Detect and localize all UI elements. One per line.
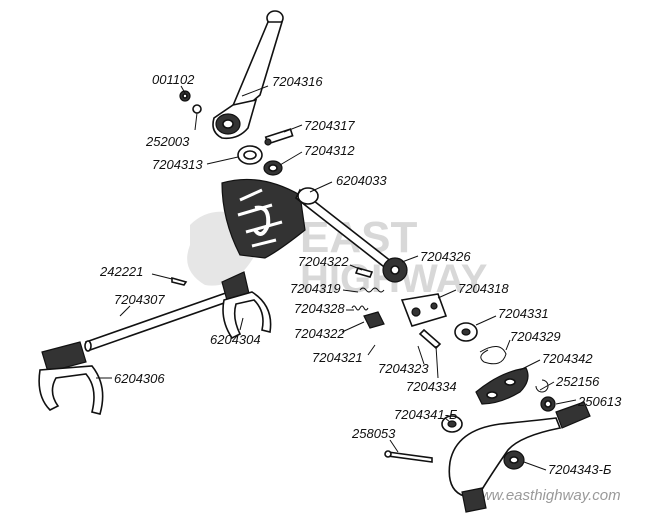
- label-7204343b: 7204343-Б: [548, 462, 612, 477]
- cotter-pin-258053-part: [384, 450, 433, 463]
- label-7204319: 7204319: [290, 281, 341, 296]
- selector-shaft-part: [294, 187, 408, 283]
- label-252156: 252156: [555, 374, 600, 389]
- pin-7204323-part: [418, 328, 442, 350]
- label-7204342: 7204342: [542, 351, 593, 366]
- label-242221: 242221: [99, 264, 143, 279]
- spring-7204312-part: [263, 160, 283, 176]
- spring-7204329-part: [479, 346, 507, 365]
- label-258053: 258053: [351, 426, 396, 441]
- washer-252003-part: [192, 104, 202, 114]
- label-7204328: 7204328: [294, 301, 345, 316]
- label-7204331: 7204331: [498, 306, 549, 321]
- gear-lever-part: [212, 10, 284, 140]
- watermark-url: www.easthighway.com: [470, 487, 621, 504]
- plug-7204322b-part: [363, 311, 385, 329]
- pin-7204317-part: [264, 128, 294, 146]
- label-7204313: 7204313: [152, 157, 203, 172]
- block-7204318-part: [400, 293, 448, 327]
- washer-7204331-part: [454, 322, 478, 342]
- label-6204306: 6204306: [114, 371, 165, 386]
- label-7204317: 7204317: [304, 118, 355, 133]
- label-7204322-bottom: 7204322: [294, 326, 345, 341]
- label-7204322-top: 7204322: [298, 254, 349, 269]
- label-7204318: 7204318: [458, 281, 509, 296]
- clip-242221-part: [171, 276, 188, 286]
- label-6204033: 6204033: [336, 173, 387, 188]
- label-252003: 252003: [145, 134, 190, 149]
- leader-lines: [96, 85, 577, 471]
- label-6204304: 6204304: [210, 332, 261, 347]
- label-7204316: 7204316: [272, 74, 323, 89]
- fork-6204304-part: [221, 271, 272, 340]
- label-7204341b: 7204341-Б: [394, 407, 458, 422]
- ring-7204313-part: [237, 145, 263, 165]
- label-250613: 250613: [577, 394, 622, 409]
- label-001102: 001102: [152, 72, 195, 87]
- ring-252156-part: [535, 379, 549, 393]
- part-labels: 001102 7204316 252003 7204317 7204313 72…: [99, 72, 622, 477]
- nut-001102-part: [179, 90, 191, 102]
- label-7204312: 7204312: [304, 143, 355, 158]
- nut-250613-part: [540, 396, 556, 412]
- label-7204326: 7204326: [420, 249, 471, 264]
- pedal-7204343b-part: [448, 401, 591, 513]
- label-7204329: 7204329: [510, 329, 561, 344]
- cover-6204033-part: [221, 178, 306, 259]
- label-7204321: 7204321: [312, 350, 363, 365]
- label-7204334: 7204334: [406, 379, 457, 394]
- label-7204323: 7204323: [378, 361, 429, 376]
- pin-7204322a-part: [354, 267, 374, 278]
- fork-6204306-part: [38, 341, 104, 415]
- plate-7204342-part: [475, 367, 529, 405]
- label-7204307: 7204307: [114, 292, 165, 307]
- spring-7204319-part: [359, 287, 385, 293]
- spring-7204328-part: [351, 305, 369, 311]
